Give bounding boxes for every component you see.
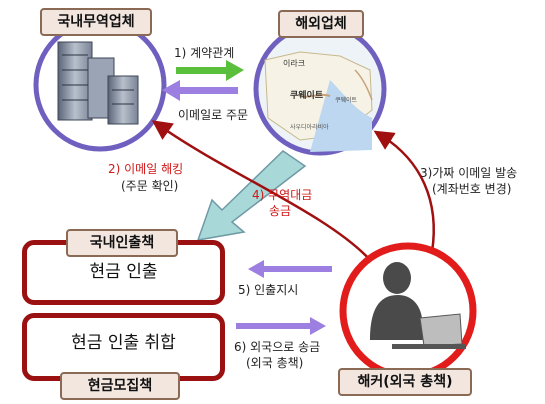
map-label-saudi: 사우디아라비아 — [290, 124, 329, 131]
step4-arrow — [196, 150, 307, 241]
hacker-icon — [370, 262, 466, 349]
hacker-node — [339, 242, 477, 380]
step1-sub-label: 이메일로 주문 — [178, 108, 249, 122]
cash-withdrawer-label: 국내인출책 — [66, 229, 178, 257]
step4-sub-label: 송금 — [269, 204, 292, 218]
step5-label: 5) 인출지시 — [238, 283, 299, 297]
step5-arrow — [248, 260, 332, 278]
step2-arrow — [151, 120, 373, 263]
step3-sub-label: (계좌번호 변경) — [432, 182, 512, 196]
map-label-iraq: 이라크 — [283, 59, 306, 68]
map-label-kuwait-city: 쿠웨이트 — [335, 97, 358, 104]
domestic-trader-label: 국내무역업체 — [40, 8, 152, 36]
domestic-trader-node — [33, 18, 167, 152]
buildings-icon — [57, 41, 139, 125]
withdrawal-text: 현금 인출 — [89, 262, 158, 282]
hacker-label: 해커(외국 총책) — [338, 368, 472, 396]
email-order-arrow — [162, 80, 238, 101]
step6-sub-label: (외국 총책) — [246, 356, 304, 370]
cash-collector-label: 현금모집책 — [60, 372, 180, 400]
withdrawal-arrange-text: 현금 인출 취합 — [71, 333, 176, 353]
step4-label: 4) 무역대금 — [252, 188, 313, 202]
withdrawal-arrange-box: 현금 인출 취합 — [22, 313, 225, 381]
step6-arrow — [236, 317, 326, 335]
overseas-company-label: 해외업체 — [278, 10, 364, 38]
map-label-kuwait: 쿠웨이트 — [290, 91, 324, 101]
step3-arrow — [373, 130, 435, 253]
map-icon — [264, 51, 373, 152]
step3-label: 3)가짜 이메일 발송 — [420, 166, 518, 180]
step1-arrow — [176, 60, 244, 81]
step6-label: 6) 외국으로 송금 — [234, 340, 321, 354]
step1-label: 1) 계약관계 — [174, 46, 235, 60]
step2-sub-label: (주문 확인) — [121, 179, 179, 193]
step2-label: 2) 이메일 해킹 — [108, 162, 184, 176]
